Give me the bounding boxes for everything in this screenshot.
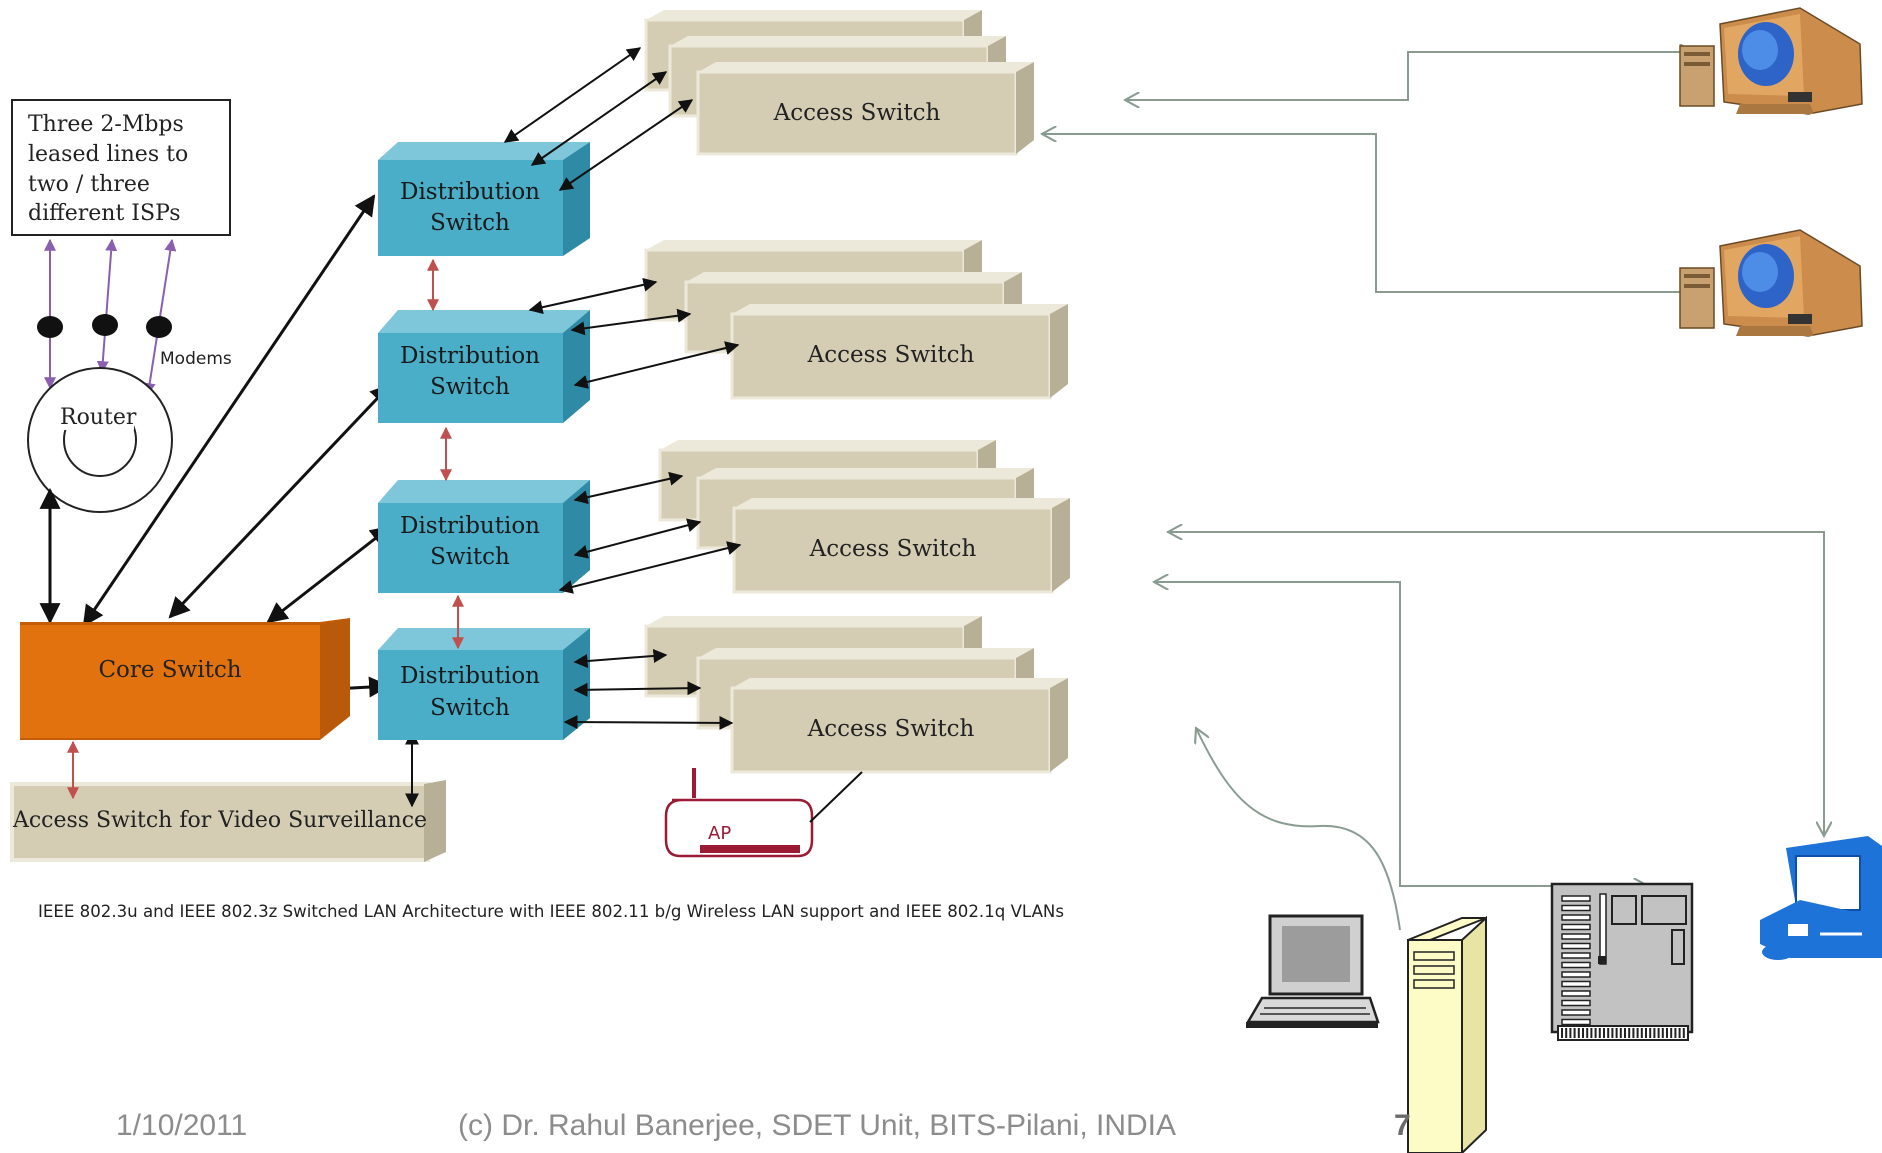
distribution-label-line2: Switch [430,544,510,570]
tower-server-icon [1407,915,1487,1153]
access-switch-stack-3: Access Switch [658,440,1070,594]
access-switch: Access Switch [730,304,1068,400]
access-switch: Access Switch [730,678,1068,774]
footer-credit: (c) Dr. Rahul Banerjee, SDET Unit, BITS-… [458,1109,1176,1142]
video-switch-label: Access Switch for Video Surveillance [12,808,427,833]
distribution-switch-4: Distribution Switch [378,628,590,740]
distribution-switch-3: Distribution Switch [378,480,590,593]
distribution-interlinks [427,258,464,650]
ap-label: AP [708,823,731,844]
distribution-label-line1: Distribution [400,663,540,689]
footer-page-number: 7 [1394,1109,1411,1142]
modem-icon [37,314,172,338]
laptop-icon [1245,914,1380,1028]
core-switch: Core Switch [20,618,350,740]
distribution-switch-2: Distribution Switch [378,310,590,423]
distribution-switch-1: Distribution Switch [378,142,590,256]
diagram-caption: IEEE 802.3u and IEEE 802.3z Switched LAN… [38,902,1064,922]
access-switch-stack-2: Access Switch [644,240,1068,400]
endpoint-connectors [1042,52,1824,931]
wireless-access-point-icon: AP [664,768,814,858]
access-switch-label: Access Switch [807,716,975,742]
distribution-label-line2: Switch [430,210,510,236]
isp-line-4: different ISPs [28,201,181,226]
modems-label: Modems [160,349,232,369]
rack-server-icon [1550,882,1694,1041]
isp-line-2: leased lines to [28,142,188,167]
access-switch-stack-4: Access Switch [644,616,1068,774]
ap-link [809,771,863,823]
isp-line-1: Three 2-Mbps [28,112,184,137]
distribution-label-line1: Distribution [400,513,540,539]
access-switch: Access Switch [696,62,1034,156]
distribution-label-line2: Switch [430,695,510,721]
footer-date: 1/10/2011 [116,1109,247,1142]
blue-workstation-icon [1760,836,1882,960]
distribution-label-line1: Distribution [400,343,540,369]
desktop-computer-icon [1679,7,1863,115]
core-switch-label: Core Switch [98,657,241,683]
distribution-label-line2: Switch [430,374,510,400]
router-label: Router [60,405,137,430]
distribution-label-line1: Distribution [400,179,540,205]
access-switch: Access Switch [732,498,1070,594]
access-switch-stack-1: Access Switch [644,10,1034,156]
desktop-computer-icon [1679,229,1863,337]
isp-line-3: two / three [28,172,150,197]
access-switch-label: Access Switch [809,536,977,562]
isp-box: Three 2-Mbps leased lines to two / three… [11,99,231,236]
video-surveillance-switch: Access Switch for Video Surveillance [10,780,446,862]
distribution-access-links [503,47,742,730]
access-switch-label: Access Switch [773,100,941,126]
access-switch-label: Access Switch [807,342,975,368]
